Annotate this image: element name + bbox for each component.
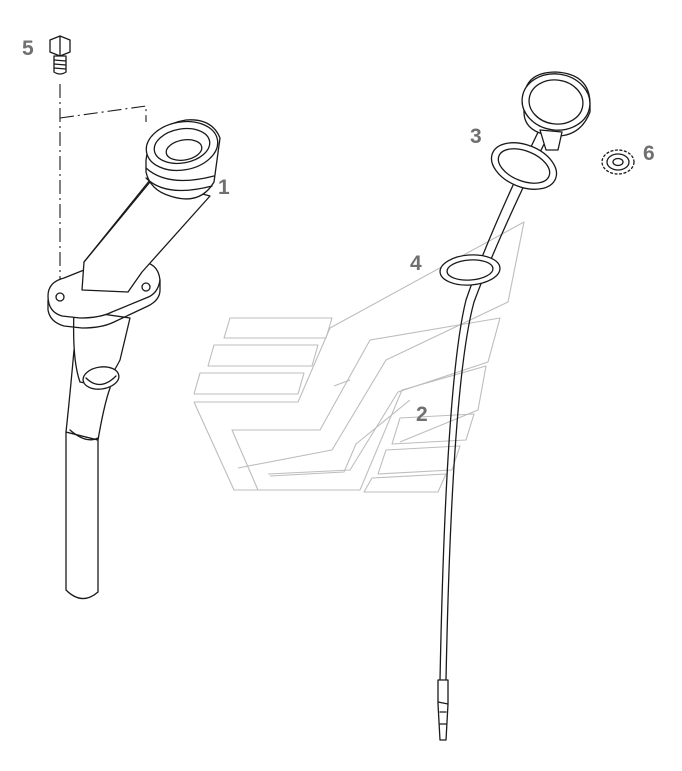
ring-seal-part-4 [439, 254, 501, 286]
alignment-lines [59, 84, 147, 296]
callouts: 1 2 3 4 5 6 [22, 37, 655, 426]
watermark-logo [193, 221, 525, 493]
bolt-part-5 [49, 35, 71, 75]
dipstick-cap [521, 71, 591, 151]
callout-6: 6 [643, 142, 655, 165]
callout-1: 1 [218, 176, 230, 199]
o-ring-part-3 [490, 142, 558, 190]
filler-tube-part-1 [47, 119, 221, 600]
washer-part-6 [601, 149, 635, 175]
callout-5: 5 [22, 37, 34, 60]
callout-2: 2 [416, 403, 428, 426]
callout-4: 4 [410, 252, 422, 275]
dipstick-part-2 [437, 119, 555, 741]
callout-3: 3 [470, 125, 482, 148]
